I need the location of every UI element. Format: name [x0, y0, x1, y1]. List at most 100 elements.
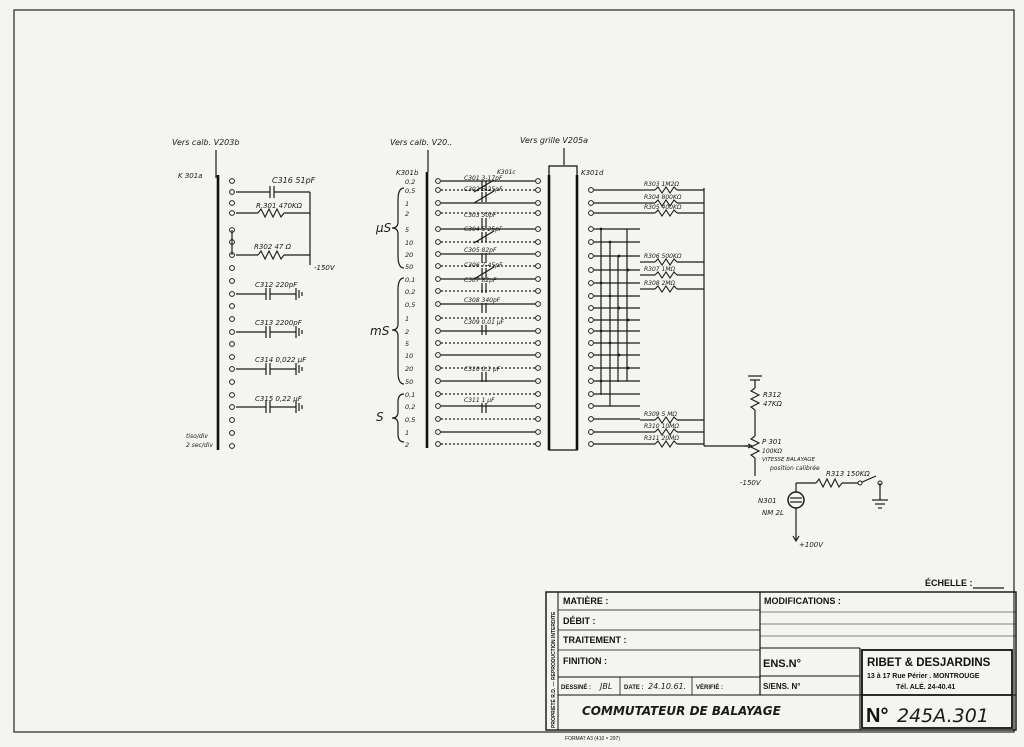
position-label: 5 — [405, 340, 409, 348]
k301d-terminal — [588, 226, 594, 232]
r313-label: R313 150KΩ — [826, 470, 870, 478]
r312-value: 47KΩ — [763, 400, 782, 408]
k301b-terminal — [435, 226, 441, 232]
dessine-value: JBL — [598, 682, 612, 691]
c314-label: C314 0,022 µF — [255, 356, 307, 364]
middle-capacitor-label: C308 340pF — [464, 297, 501, 304]
c316-label: C316 51pF — [272, 176, 316, 185]
right-resistor-label: R307 1MΩ — [644, 266, 676, 273]
left-terminal — [229, 329, 235, 335]
position-label: 1 — [405, 200, 409, 208]
k301d-terminal — [588, 378, 594, 384]
k301d-terminal — [588, 280, 594, 286]
left-capacitor-group: C312 220pF C313 2200pF C314 0,022 µF C31… — [236, 281, 307, 413]
k301b-terminal — [435, 429, 441, 435]
drawing-number: 245A.301 — [897, 705, 989, 727]
s-ens-no-label: S/ENS. N° — [763, 682, 800, 691]
k301d-terminal — [588, 340, 594, 346]
format-note: FORMAT A3 (410 × 297) — [565, 736, 620, 742]
unit-seconds: S — [376, 410, 384, 424]
date-value: 24.10.61. — [648, 682, 686, 691]
middle-capacitor-label: C302 5-25pF — [464, 186, 503, 193]
k301b-label: K301b — [396, 169, 419, 177]
position-label: 20 — [405, 251, 413, 259]
k301c-terminal — [535, 263, 541, 269]
r301-label: R.301 470KΩ — [256, 202, 303, 210]
middle-switch-rows: 0,20,51251020500,10,20,51251020500,10,20… — [405, 175, 541, 449]
k301d-terminal — [588, 328, 594, 334]
left-terminal — [229, 430, 235, 436]
left-note-1: tiso/div — [186, 433, 208, 440]
traitement-label: TRAITEMENT : — [563, 635, 627, 645]
left-neg-supply: -150V — [314, 264, 336, 272]
company-address: 13 à 17 Rue Périer . MONTROUGE — [867, 673, 980, 680]
left-switch-section: Vers calb. V203b K 301a C316 51pF R.301 … — [172, 138, 336, 450]
k301d-terminal — [588, 239, 594, 245]
k301d-terminal — [588, 187, 594, 193]
position-label: 20 — [405, 365, 413, 373]
c313-label: C313 2200pF — [255, 319, 303, 327]
k301c-terminal — [535, 200, 541, 206]
title-block: ÉCHELLE : MATIÈRE : MODIFICATIONS : DÉBI… — [545, 578, 1017, 742]
left-terminal — [229, 278, 235, 284]
k301b-terminal — [435, 340, 441, 346]
middle-capacitor-label: C311 1 µF — [464, 397, 495, 404]
left-terminal — [229, 366, 235, 372]
middle-capacitor-label: C301 3-17pF — [464, 175, 503, 182]
right-resistor-label: R309 5 MΩ — [644, 411, 677, 418]
c315-label: C315 0,22 µF — [255, 395, 303, 403]
left-terminal — [229, 189, 235, 195]
left-terminal — [229, 392, 235, 398]
scale-label: ÉCHELLE : — [925, 578, 973, 588]
left-note-2: 2 sec/div — [186, 442, 213, 449]
company-name: RIBET & DESJARDINS — [867, 657, 991, 669]
r302-label: R302 47 Ω — [254, 243, 292, 251]
position-label: 0,5 — [405, 187, 415, 195]
n301-type: NM 2L — [762, 509, 784, 517]
drawing-border — [13, 9, 1015, 733]
middle-capacitor-label: C307 82pF — [464, 277, 497, 284]
p301-neg-supply: -150V — [740, 479, 762, 487]
middle-capacitor-label: C309 0,01 µF — [464, 319, 505, 326]
right-resistor-label: R308 2MΩ — [644, 280, 676, 287]
k301b-terminal — [435, 251, 441, 257]
k301d-terminal — [588, 253, 594, 259]
p301-value: 100KΩ — [762, 448, 782, 455]
k301b-terminal — [435, 210, 441, 216]
left-terminal — [229, 178, 235, 184]
k301c-terminal — [535, 251, 541, 257]
k301c-terminal — [535, 288, 541, 294]
k301b-terminal — [435, 352, 441, 358]
k301c-terminal — [535, 403, 541, 409]
left-switch-label: K 301a — [178, 172, 202, 180]
side-note: PROPRIÉTÉ R.D. — REPRODUCTION INTERDITE — [549, 611, 557, 728]
left-terminal — [229, 316, 235, 322]
k301d-terminal — [588, 352, 594, 358]
company-phone: Tél. ALÉ. 24-40.41 — [896, 682, 955, 691]
k301b-terminal — [435, 263, 441, 269]
k301b-terminal — [435, 441, 441, 447]
finition-label: FINITION : — [563, 656, 607, 666]
verifie-label: VÉRIFIÉ : — [696, 683, 723, 691]
middle-capacitor-label: C303 30pF — [464, 212, 497, 219]
k301c-label: K301c — [497, 169, 516, 176]
debit-label: DÉBIT : — [563, 616, 596, 626]
p301-label: P 301 — [762, 438, 782, 446]
k301b-terminal — [435, 200, 441, 206]
position-label: 0,5 — [405, 301, 415, 309]
k301b-terminal — [435, 178, 441, 184]
position-label: 10 — [405, 239, 413, 247]
left-terminal — [229, 354, 235, 360]
left-terminal — [229, 303, 235, 309]
position-label: 2 — [405, 328, 409, 336]
k301c-terminal — [535, 441, 541, 447]
middle-capacitor-label: C310 0,1 µF — [464, 366, 501, 373]
dessine-label: DESSINÉ : — [561, 683, 591, 691]
p301-note: position calibrée — [769, 465, 820, 472]
k301d-terminal — [588, 200, 594, 206]
left-source-label: Vers calb. V203b — [172, 138, 239, 147]
r312-label: R312 — [763, 391, 782, 399]
left-terminal — [229, 291, 235, 297]
